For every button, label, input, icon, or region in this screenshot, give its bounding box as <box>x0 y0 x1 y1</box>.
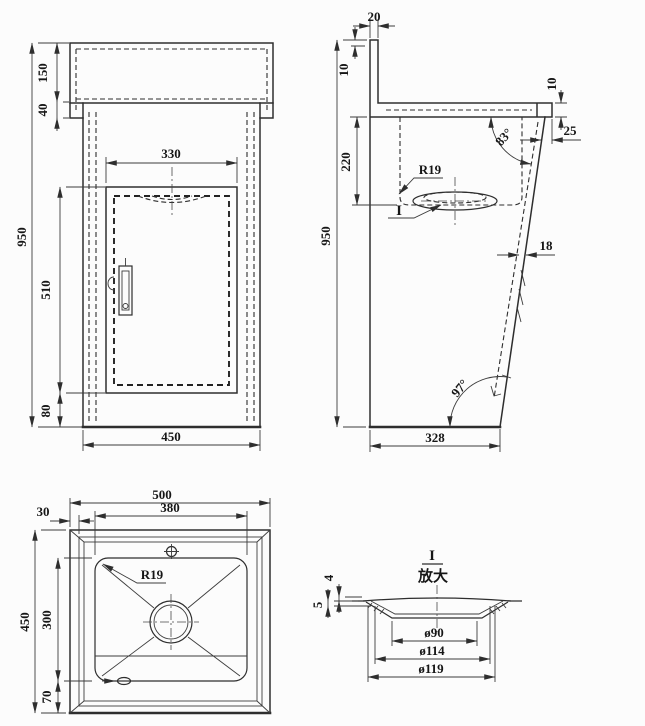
side-dim-splash-width: 20 <box>368 9 381 24</box>
detail-dim-lip-height: 4 <box>321 574 336 581</box>
side-dim-splash-lip: 10 <box>336 64 351 77</box>
side-angle-arc-83 <box>488 116 532 165</box>
top-dim-corner-radius: R19 <box>141 567 164 582</box>
detail-dim-inner-diameter: ø90 <box>424 625 444 640</box>
side-dim-rear-lip: 10 <box>544 78 559 91</box>
front-top-slab <box>69 42 274 104</box>
top-view: R19 500 380 30 450 300 70 <box>17 487 272 715</box>
top-radius-leader <box>102 563 166 584</box>
top-rim-line-2 <box>83 541 258 702</box>
front-wall-hidden-lines <box>88 112 255 422</box>
side-inner-wall-hidden-line <box>493 121 539 399</box>
detail-dim-outer-diameter: ø119 <box>418 661 444 676</box>
side-radius-leader <box>398 177 443 195</box>
front-dim-apron: 40 <box>35 104 50 117</box>
top-ext-450 <box>41 529 66 714</box>
side-wall-step-mark <box>490 385 502 397</box>
side-dim-wall-thickness: 18 <box>540 238 554 253</box>
side-dim-overall-height: 950 <box>318 226 333 246</box>
front-door <box>105 186 238 394</box>
detail-ext-5 <box>327 600 371 607</box>
side-outline <box>369 39 553 428</box>
front-dim-opening-width: 330 <box>161 146 181 161</box>
front-door-latch <box>107 258 133 316</box>
side-ext-10lip <box>555 102 567 118</box>
side-angle-tick <box>501 374 512 379</box>
front-view: 950 150 40 330 510 80 450 <box>14 42 274 451</box>
detail-ext-114 <box>374 606 491 664</box>
side-ext-10splash <box>351 39 367 47</box>
top-drain-centerlines <box>143 594 199 650</box>
latch-plate <box>121 270 130 311</box>
side-basin-hidden-outline <box>399 117 523 206</box>
top-dim-overall-width: 500 <box>152 487 172 502</box>
top-rim-line-1 <box>78 536 263 707</box>
latch-knob <box>122 303 129 309</box>
top-dim-rim-width: 30 <box>37 504 50 519</box>
side-slant-edge <box>499 116 546 428</box>
side-dim-base-depth: 328 <box>425 430 445 445</box>
top-drain-inner-circle <box>153 604 189 640</box>
top-faucet-cross <box>164 544 179 559</box>
drain-detail-view: I 放大 4 5 ø90 ø114 ø119 <box>310 548 522 682</box>
front-dim-top-height: 150 <box>35 63 50 83</box>
detail-mark: I <box>429 548 435 564</box>
front-pedestal-walls <box>82 102 261 428</box>
top-overflow-fitting <box>116 676 132 686</box>
side-dim-rear-lip-offset: 25 <box>564 123 578 138</box>
latch-hook <box>107 276 115 291</box>
detail-title: 放大 <box>417 567 448 585</box>
front-ears <box>69 102 274 119</box>
top-basin-outline <box>94 557 248 682</box>
detail-dim-flange-drop: 5 <box>310 601 325 608</box>
side-dim-top-angle: 83° <box>492 125 515 149</box>
latch-body <box>118 265 133 316</box>
front-dim-base-gap: 80 <box>38 405 53 418</box>
front-dim-overall-width: 450 <box>161 429 181 444</box>
side-detail-mark: I <box>396 203 402 219</box>
top-corner-miters <box>69 529 271 714</box>
side-dim-corner-radius: R19 <box>419 162 442 177</box>
front-dim-door-height: 510 <box>38 280 53 300</box>
top-dim-overall-depth: 450 <box>17 612 32 632</box>
detail-dim-mid-diameter: ø114 <box>419 643 445 658</box>
side-latch-marks <box>516 269 526 323</box>
top-ext-380 <box>94 511 248 555</box>
detail-ext-119 <box>367 606 496 682</box>
front-dim-overall-height: 950 <box>14 227 29 247</box>
side-detail-leader <box>388 204 442 219</box>
top-basin-slope-diagonals <box>101 564 241 677</box>
front-door-hidden-frame <box>113 195 230 386</box>
top-dim-basin-depth: 300 <box>39 610 54 630</box>
front-slab-hidden-lines <box>75 48 268 113</box>
side-dim-base-angle: 97° <box>448 376 471 400</box>
detail-hatch-marks <box>367 602 507 615</box>
side-dim-basin-depth: 220 <box>338 152 353 172</box>
side-angle-arc-97 <box>447 376 508 428</box>
top-dim-front-rim: 70 <box>39 691 54 704</box>
top-ext-300 <box>64 557 92 682</box>
side-view: I R19 20 10 950 220 10 25 83° 18 97° <box>318 9 581 452</box>
front-ext-510-80 <box>66 186 105 428</box>
side-drain-centerlines <box>421 177 489 227</box>
top-dim-basin-width: 380 <box>160 500 180 515</box>
side-ext-950 <box>343 39 366 428</box>
